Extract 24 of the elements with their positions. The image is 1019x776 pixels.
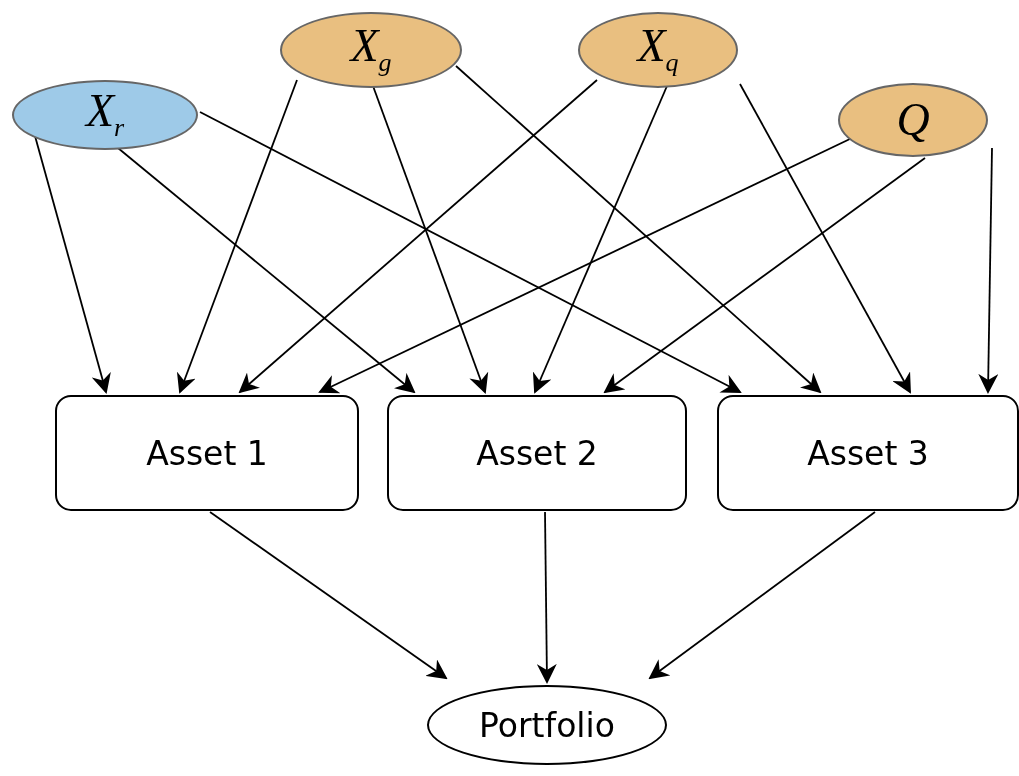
node-label: Portfolio (479, 705, 615, 745)
node-label: Asset 1 (146, 433, 268, 473)
variable-label: X$_{q}$ (637, 23, 679, 77)
variable-label: X$_{g}$ (350, 23, 392, 77)
arrow (455, 65, 822, 394)
node-label: Asset 3 (807, 433, 929, 473)
arrow (209, 511, 448, 680)
variable-label: Q (896, 97, 930, 143)
arrow (532, 85, 668, 394)
variable-label: X$_{r}$ (85, 88, 125, 142)
arrow (603, 157, 926, 394)
arrow (648, 511, 876, 680)
arrow (199, 111, 742, 393)
asset-box (717, 395, 1019, 511)
arrow (176, 79, 298, 394)
node-label: Asset 2 (476, 433, 598, 473)
asset-box (387, 395, 687, 511)
arrow (978, 147, 999, 394)
arrow (238, 79, 598, 394)
arrow (739, 83, 911, 394)
arrow (536, 511, 557, 684)
asset-box (55, 395, 359, 511)
arrow (117, 147, 416, 394)
arrow (372, 85, 489, 394)
